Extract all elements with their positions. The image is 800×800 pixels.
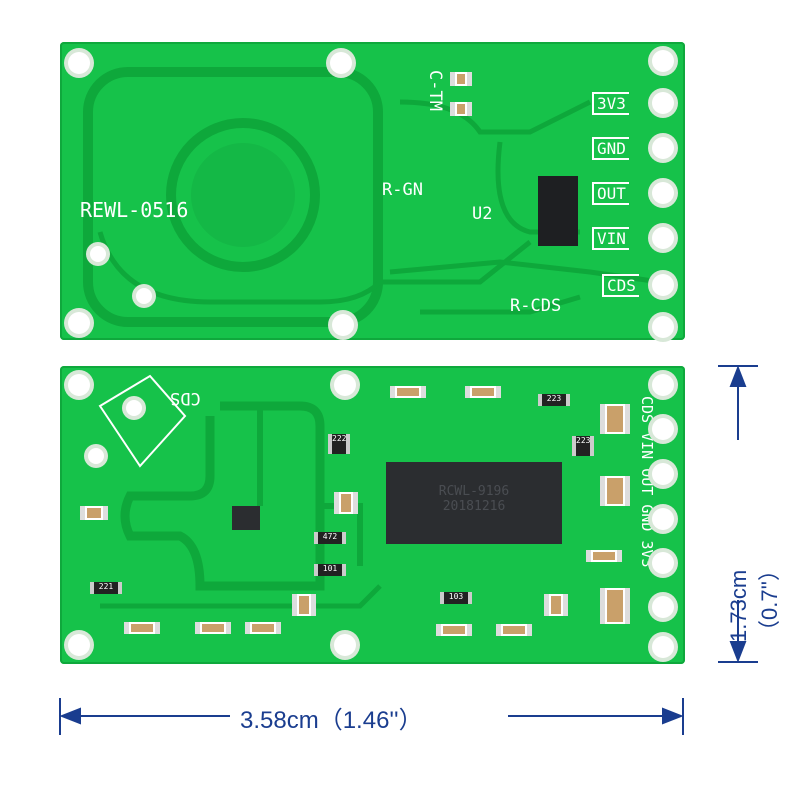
rcwl-9196-ic: RCWL-9196 20181216 — [386, 462, 562, 544]
capacitor — [390, 386, 426, 398]
via-hole — [126, 400, 142, 416]
capacitor — [600, 476, 630, 506]
capacitor — [80, 506, 108, 520]
capacitor — [124, 622, 160, 634]
pin-hole-vin — [652, 463, 674, 485]
pcb-top-side: REWL-0516 C-TM R-GN U2 R-CDS 3V3 GND OUT… — [60, 42, 685, 340]
chip-marking-date: 20181216 — [442, 499, 506, 514]
pin-label-cds: CDS — [602, 274, 639, 297]
mounting-hole — [330, 52, 352, 74]
antenna-traces — [83, 67, 661, 327]
width-dimension-label: 3.58cm（1.46''） — [240, 707, 423, 734]
mounting-hole — [68, 634, 90, 656]
mounting-hole — [68, 374, 90, 396]
pin-hole-cds — [652, 418, 674, 440]
resistor: 221 — [90, 582, 122, 594]
resistor: 472 — [314, 532, 346, 544]
pin-hole — [652, 636, 674, 658]
pin-hole-3v3 — [652, 596, 674, 618]
pin-label-gnd: GND — [592, 137, 629, 160]
mounting-hole — [68, 312, 90, 334]
capacitor — [600, 404, 630, 434]
capacitor — [600, 588, 630, 624]
pin-label-vin: VIN — [592, 227, 629, 250]
smd-pad — [450, 72, 472, 86]
capacitor — [436, 624, 472, 636]
pin-hole-vin — [652, 227, 674, 249]
pin-hole-cds — [652, 274, 674, 296]
resistor: 223 — [538, 394, 570, 406]
height-dimension-label: 1.73cm（0.7''） — [726, 559, 782, 642]
pin-hole-out — [652, 182, 674, 204]
capacitor — [544, 594, 568, 616]
via-hole — [90, 246, 106, 262]
pin-label-3v3: 3V3 — [592, 92, 629, 115]
resistor: 101 — [314, 564, 346, 576]
pin-hole-gnd — [652, 137, 674, 159]
via-hole — [136, 288, 152, 304]
r-gn-label: R-GN — [382, 180, 423, 200]
pin-hole-out — [652, 508, 674, 530]
mounting-hole — [334, 374, 356, 396]
u2-label: U2 — [472, 204, 493, 224]
pin-label-out: OUT — [592, 182, 629, 205]
capacitor — [586, 550, 622, 562]
model-label: REWL-0516 — [80, 198, 189, 222]
capacitor — [465, 386, 501, 398]
smd-pad — [450, 102, 472, 116]
mounting-hole — [334, 634, 356, 656]
voltage-regulator-chip — [538, 176, 578, 246]
capacitor — [334, 492, 358, 514]
mounting-hole — [332, 314, 354, 336]
bottom-traces — [98, 374, 382, 609]
transistor — [232, 506, 260, 530]
resistor: 103 — [440, 592, 472, 604]
pin-hole — [652, 50, 674, 72]
pin-hole-gnd — [652, 552, 674, 574]
resistor: 223 — [572, 436, 594, 456]
capacitor — [195, 622, 231, 634]
pcb-bottom-side: CDS 222 472 101 221 223 103 223 RCWL-919… — [60, 366, 685, 664]
capacitor — [292, 594, 316, 616]
capacitor — [245, 622, 281, 634]
chip-marking-model: RCWL-9196 — [438, 484, 510, 499]
pin-hole — [652, 374, 674, 396]
mounting-hole — [68, 52, 90, 74]
via-hole — [88, 448, 104, 464]
pin-hole — [652, 316, 674, 338]
r-cds-label: R-CDS — [510, 296, 562, 316]
pin-hole-3v3 — [652, 92, 674, 114]
capacitor — [496, 624, 532, 636]
resistor: 222 — [328, 434, 350, 454]
